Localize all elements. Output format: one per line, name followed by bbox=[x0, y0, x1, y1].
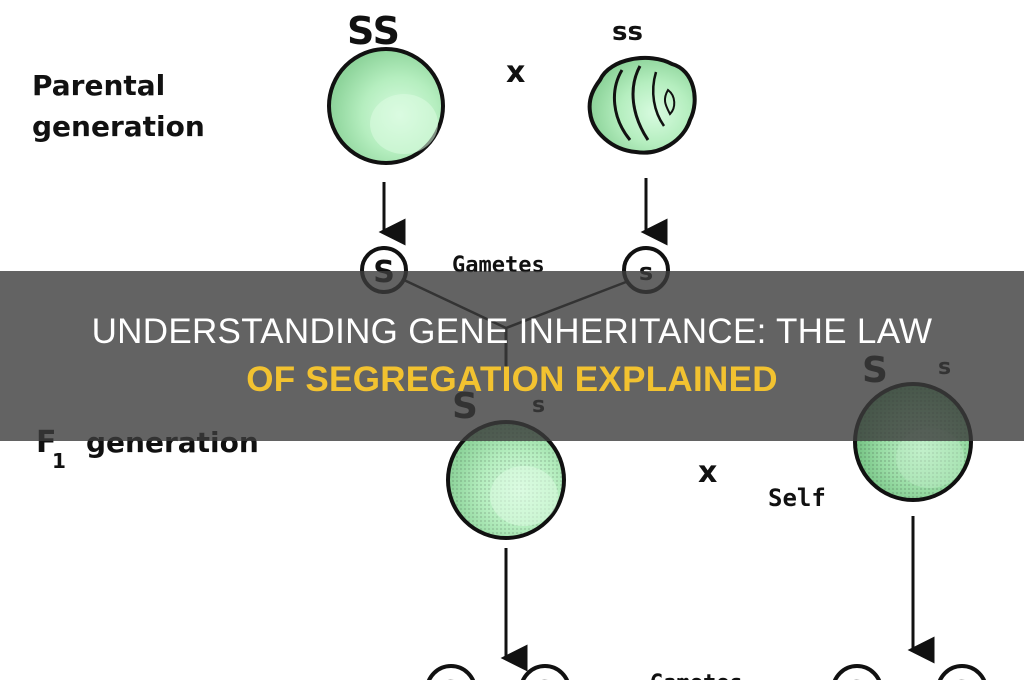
smooth-pea-f1-left bbox=[446, 420, 566, 540]
genotype-parent-recessive: ss bbox=[612, 17, 643, 47]
f2-gamete-4: S bbox=[938, 664, 986, 680]
f2-gamete-4-letter: S bbox=[952, 674, 972, 680]
wrinkled-pea-parent bbox=[587, 56, 697, 155]
title-line-2: Of Segregation Explained bbox=[246, 360, 778, 399]
label-f1-subscript: 1 bbox=[52, 449, 66, 473]
smooth-pea-parent bbox=[327, 47, 445, 165]
label-parental-line1: Parental bbox=[32, 69, 165, 102]
genotype-parent-dominant: SS bbox=[347, 9, 400, 53]
label-gametes-bottom: Gametes bbox=[650, 671, 743, 680]
f2-gamete-2-letter: S bbox=[535, 674, 555, 680]
f2-gamete-1-letter: S bbox=[441, 674, 461, 680]
label-self: Self bbox=[768, 484, 826, 512]
title-banner: Understanding Gene Inheritance: The Law … bbox=[0, 271, 1024, 441]
cross-symbol-top: x bbox=[506, 55, 525, 90]
f2-gamete-3-letter: S bbox=[847, 674, 867, 680]
f2-gamete-3: S bbox=[833, 664, 881, 680]
label-parental-line2: generation bbox=[32, 110, 205, 143]
f2-gamete-1: S bbox=[427, 664, 475, 680]
cross-symbol-f1: x bbox=[698, 455, 717, 490]
f2-gamete-2: S bbox=[521, 664, 569, 680]
title-line-1: Understanding Gene Inheritance: The Law bbox=[91, 312, 933, 351]
